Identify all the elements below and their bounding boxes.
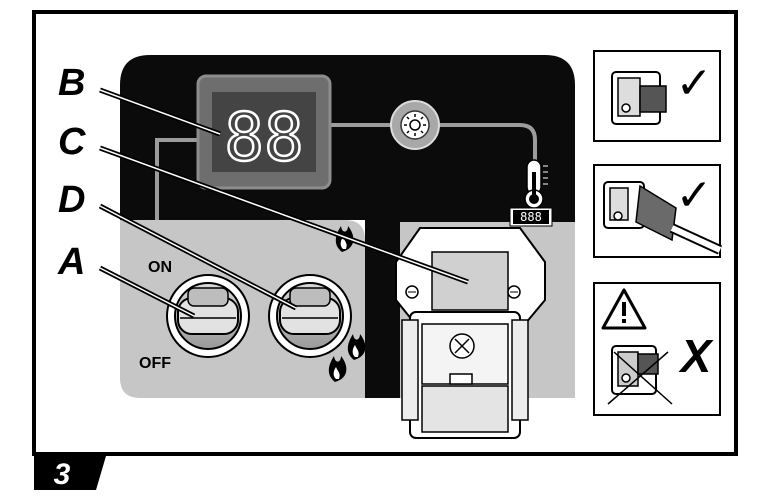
warning-triangle-icon: [601, 288, 647, 330]
thermometer-icon: [524, 159, 548, 209]
damaged-connector-icon: [607, 345, 673, 405]
mini-display-digits: 888: [520, 210, 542, 224]
figure-number: 3: [54, 458, 71, 491]
wrong-connection-panel: X: [593, 282, 721, 416]
callout-a: A: [57, 241, 85, 283]
display-digits: 88: [224, 99, 303, 176]
mini-display: 888: [509, 207, 553, 227]
double-flame-icon: [328, 334, 366, 382]
connector-plug-icon-cabled: [603, 181, 723, 255]
correct-connection-panel-1: ✓: [593, 50, 721, 142]
switch-d[interactable]: [268, 274, 352, 358]
callout-c: C: [58, 121, 86, 163]
correct-connection-panel-2: ✓: [593, 164, 723, 258]
connector-plug[interactable]: [395, 227, 546, 439]
correct-mark-2: ✓: [676, 170, 713, 221]
switch-off-label: OFF: [139, 355, 171, 372]
switch-on-label: ON: [148, 259, 172, 276]
digital-display: 88: [196, 74, 332, 190]
callout-d: D: [58, 179, 85, 221]
wrong-mark: X: [678, 330, 714, 382]
sun-indicator-icon: [390, 100, 440, 150]
connector-plug-icon: [611, 71, 667, 125]
correct-mark-1: ✓: [676, 58, 713, 109]
switch-a[interactable]: [166, 274, 250, 358]
wiring-lines: [155, 123, 537, 220]
leader-lines: [98, 87, 469, 319]
callout-b: B: [58, 62, 85, 104]
figure-number-badge: [34, 456, 106, 490]
